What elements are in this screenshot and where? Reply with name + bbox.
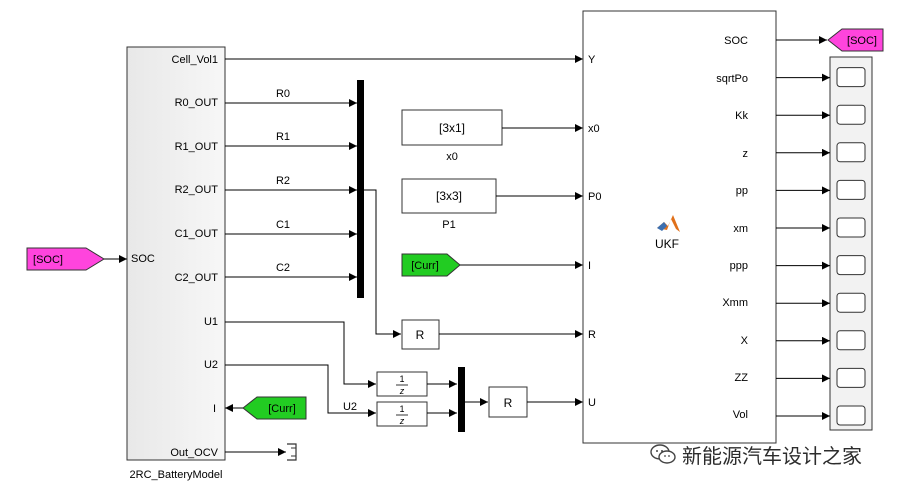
from-curr-label: [Curr] [411,260,439,272]
unit-delay-2-den: z [399,416,405,426]
display-slot-sqrtpo[interactable] [836,67,866,88]
unit-delay-2[interactable]: 1 z [376,401,428,427]
display-slot-kk[interactable] [836,104,866,125]
from-soc-tag[interactable]: [SOC] [26,247,105,271]
ukf-port-y: Y [588,54,596,66]
goto-curr-tag[interactable]: [Curr] [242,396,307,420]
watermark: 新能源汽车设计之家 [650,438,862,470]
ukf-port-sqrtpo: sqrtPo [716,73,748,85]
battery-port-SOC: SOC [131,253,155,265]
signal-label-r0: R0 [276,88,290,100]
ukf-port-zz: ZZ [735,372,749,384]
battery-port-r0-out: R0_OUT [175,97,219,109]
constant-p1-name: P1 [442,219,455,231]
battery-model-block[interactable]: 2RC_BatteryModel SOC I Cell_Vol1 R0_OUT … [126,46,226,481]
battery-port-r1-out: R1_OUT [175,141,219,153]
battery-port-out-ocv: Out_OCV [170,447,218,459]
ukf-port-u: U [588,397,596,409]
display-slot-ppp[interactable] [836,255,866,276]
constant-p1-block[interactable]: [3x3] P1 [401,178,497,231]
unit-delay-2-body[interactable] [376,401,428,427]
mux-bar[interactable] [357,80,364,298]
ukf-block[interactable]: UKF Y x0 P0 I R U SOC sqrtPo Kk z pp xm … [582,10,777,444]
display-slot-vol[interactable] [836,405,866,426]
ukf-body[interactable] [582,10,777,444]
unit-delay-1[interactable]: 1 z [376,371,428,397]
signal-label-u2: U2 [343,401,357,413]
ukf-port-x0: x0 [588,123,600,135]
constant-p1-value: [3x3] [436,189,462,203]
battery-model-name: 2RC_BatteryModel [130,469,223,481]
r-selector-label: R [416,328,425,342]
ukf-port-ppp: ppp [730,260,748,272]
display-slot-x[interactable] [836,330,866,351]
terminator-block[interactable] [287,443,297,461]
ukf-port-i: I [588,260,591,272]
constant-x0-value: [3x1] [439,121,465,135]
goto-soc-tag[interactable]: [SOC] [827,28,884,52]
goto-curr-label: [Curr] [268,403,296,415]
battery-port-u1: U1 [204,316,218,328]
display-slot-xm[interactable] [836,217,866,238]
ukf-port-xmm: Xmm [722,297,748,309]
display-wires [776,73,830,420]
r-reshape-body[interactable] [488,386,528,418]
display-slot-z[interactable] [836,142,866,163]
from-curr-tag[interactable]: [Curr] [401,253,461,277]
signal-label-c2: C2 [276,262,290,274]
battery-port-c2-out: C2_OUT [175,272,219,284]
watermark-text: 新能源汽车设计之家 [682,443,862,468]
signal-label-r2: R2 [276,175,290,187]
signal-label-r1: R1 [276,131,290,143]
battery-port-cell-vol1: Cell_Vol1 [172,54,218,66]
ukf-port-kk: Kk [735,110,748,122]
display-slot-xmm[interactable] [836,292,866,313]
display-slot-pp[interactable] [836,179,866,200]
battery-port-r2-out: R2_OUT [175,184,219,196]
r-reshape-label: R [504,396,513,410]
display-slots [836,67,866,426]
wire-mux-to-r [364,189,401,338]
battery-port-c1-out: C1_OUT [175,228,219,240]
ukf-port-r: R [588,329,596,341]
battery-port-I: I [213,403,216,415]
matlab-icon [657,215,680,232]
wechat-icon [650,444,676,464]
wire-u1-to-delay [225,321,376,388]
r-selector-block[interactable]: R [401,319,440,350]
from-soc-label: [SOC] [33,254,63,266]
from-curr-shape[interactable] [401,253,461,277]
goto-soc-shape[interactable] [827,28,884,52]
constant-p1-body[interactable] [401,178,497,214]
ukf-port-x: X [741,335,749,347]
constant-x0-block[interactable]: [3x1] x0 [401,109,503,163]
r-reshape-block[interactable]: R [488,386,528,418]
constant-x0-body[interactable] [401,109,503,146]
battery-port-u2: U2 [204,359,218,371]
ukf-port-pp: pp [736,185,748,197]
ukf-port-vol: Vol [733,409,748,421]
mux2-bar[interactable] [458,367,465,432]
unit-delay-2-num: 1 [399,404,404,414]
r-selector-body[interactable] [401,319,440,350]
ukf-name: UKF [655,237,679,251]
ukf-port-soc: SOC [724,35,748,47]
wire-u2-to-delay [225,364,376,417]
ukf-port-p0: P0 [588,191,601,203]
goto-curr-shape[interactable] [242,396,307,420]
unit-delay-1-den: z [399,386,405,396]
constant-x0-name: x0 [446,151,458,163]
goto-soc-label: [SOC] [847,35,877,47]
ukf-port-z: z [743,148,749,160]
battery-model-body[interactable] [126,46,226,461]
from-soc-shape[interactable] [26,247,105,271]
unit-delay-1-num: 1 [399,374,404,384]
display-slot-zz[interactable] [836,367,866,388]
ukf-port-xm: xm [733,223,748,235]
signal-label-c1: C1 [276,219,290,231]
